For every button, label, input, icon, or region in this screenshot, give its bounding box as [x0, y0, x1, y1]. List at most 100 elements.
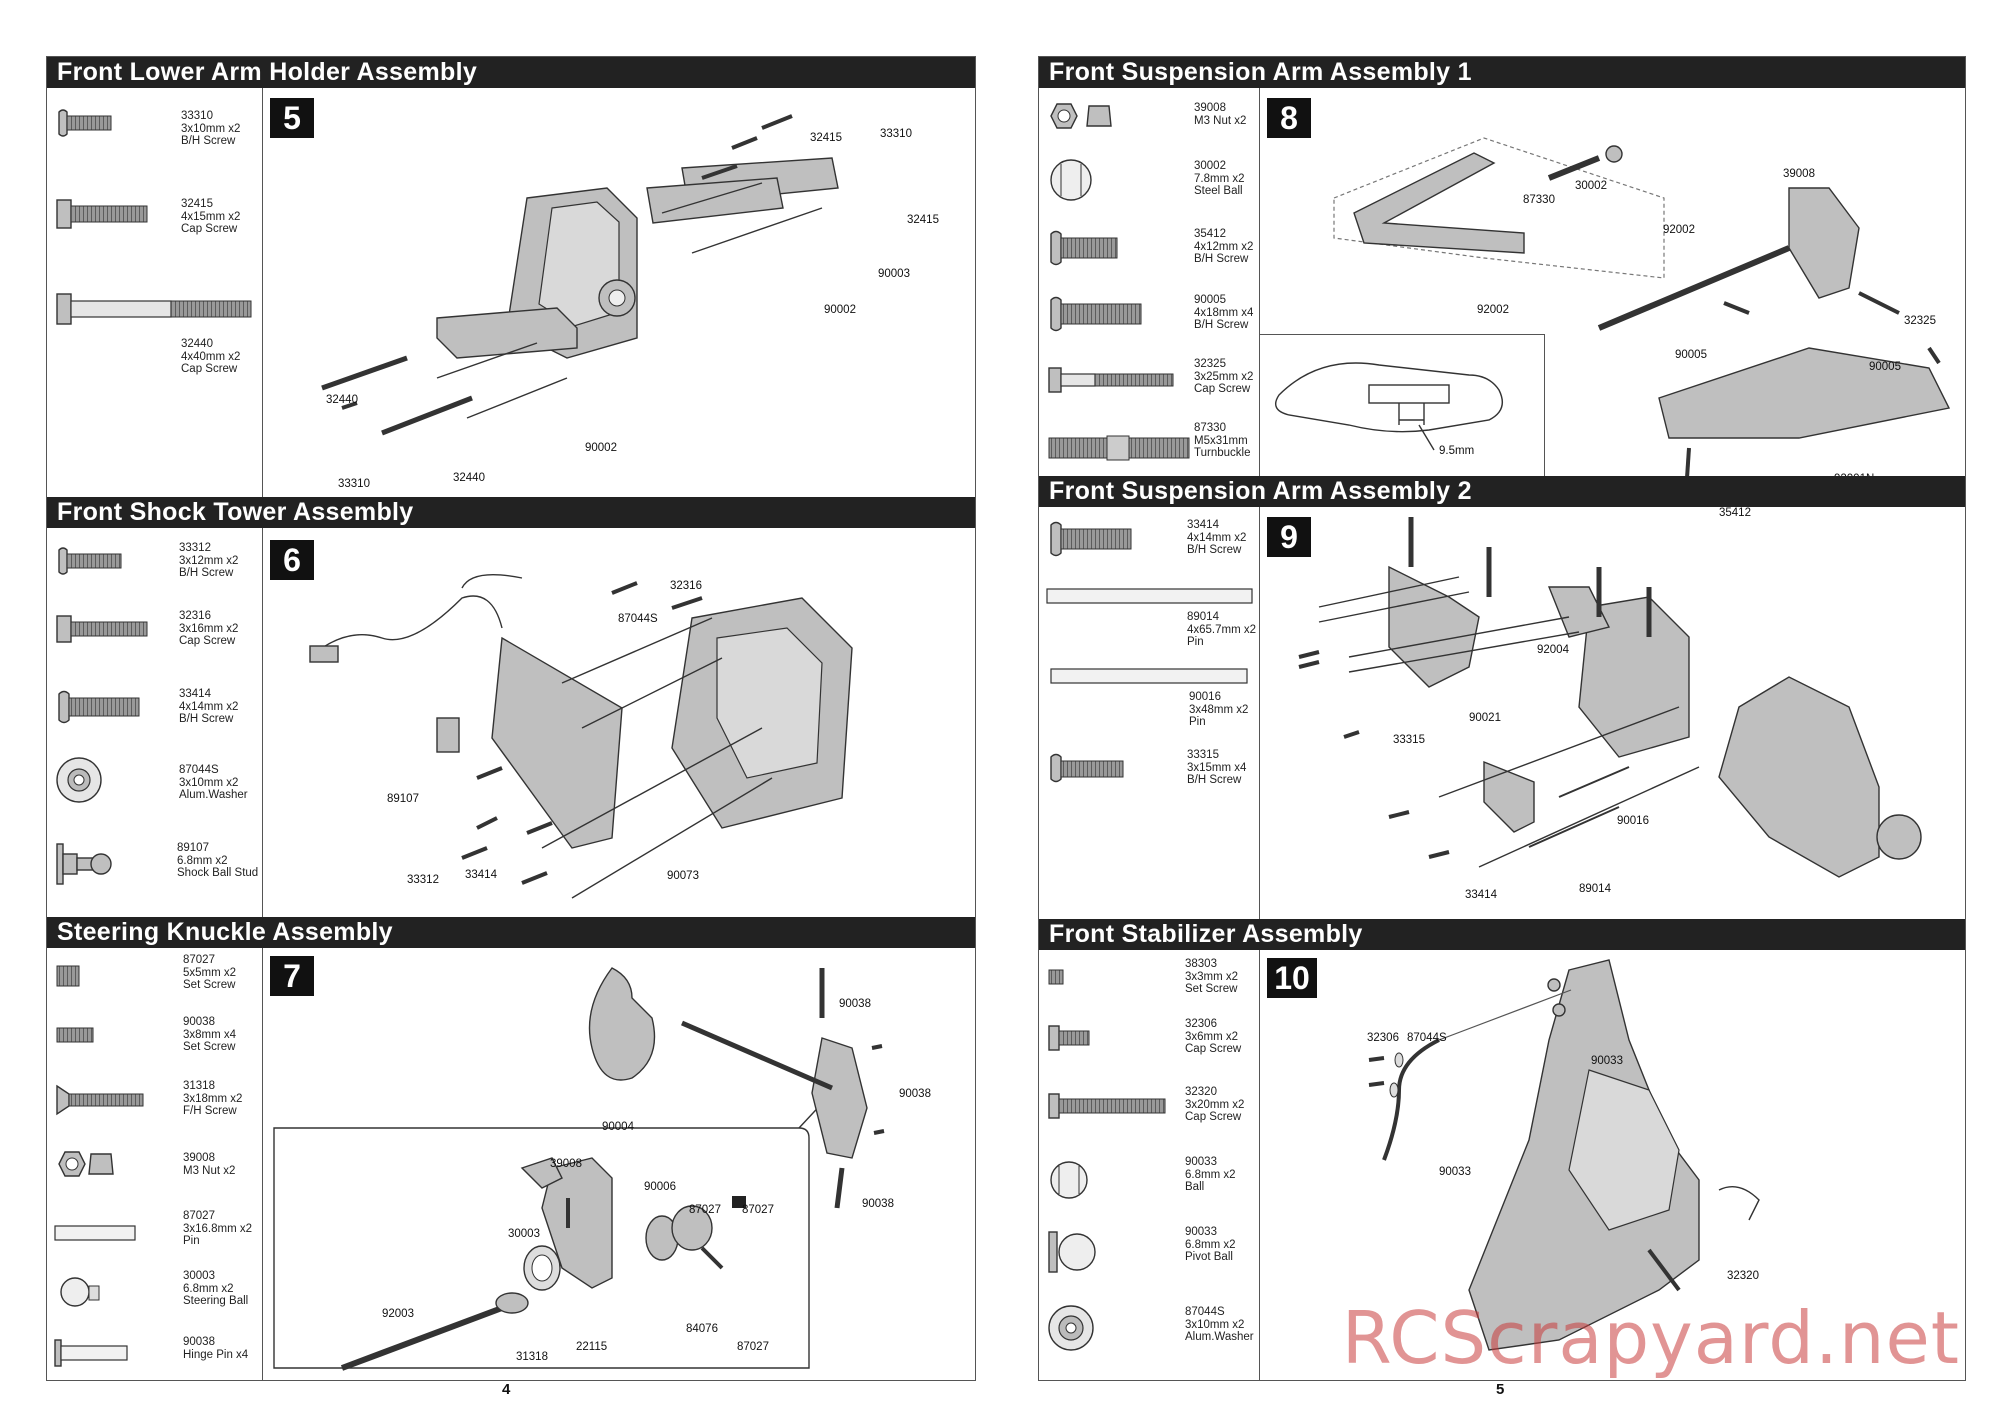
- assembly-diagram-step-7: 7: [262, 948, 975, 1380]
- ball-stud-icon: [56, 843, 112, 885]
- part-code: 89107: [177, 842, 209, 854]
- part-name: Shock Ball Stud: [177, 867, 259, 879]
- gearbox-illustration: [321, 114, 839, 436]
- part-code: 87027: [183, 1210, 215, 1222]
- part-code: 90033: [1185, 1226, 1217, 1238]
- part-callout: 33312: [407, 874, 439, 886]
- part-item: 87027 5x5mm x2 Set Screw: [47, 952, 262, 1012]
- part-callout: 32440: [326, 394, 358, 406]
- part-name: Ball: [1185, 1181, 1205, 1193]
- ball-icon: [1050, 1161, 1088, 1199]
- part-name: Set Screw: [183, 979, 236, 991]
- page-number: 5: [1496, 1381, 1505, 1398]
- part-item: 32325 3x25mm x2 Cap Screw: [1039, 356, 1259, 416]
- cap-screw-icon: [1048, 367, 1174, 393]
- steering-knuckle-illustration: [273, 967, 885, 1371]
- part-spec: 4x15mm x2: [181, 210, 241, 223]
- part-spec: M3 Nut x2: [183, 1164, 236, 1177]
- long-cap-screw-icon: [56, 293, 252, 325]
- part-callout: 89014: [1579, 883, 1611, 895]
- part-item: 30002 7.8mm x2 Steel Ball: [1039, 152, 1259, 212]
- part-item: 39008 M3 Nut x2: [1039, 92, 1259, 152]
- part-callout: 87027: [742, 1204, 774, 1216]
- part-item: 32316 3x16mm x2 Cap Screw: [47, 604, 262, 664]
- part-code: 87044S: [179, 764, 219, 776]
- section-title: Front Shock Tower Assembly: [47, 497, 975, 528]
- part-callout: 90033: [1439, 1166, 1471, 1178]
- part-spec: 3x25mm x2: [1194, 370, 1254, 383]
- part-name: Turnbuckle: [1194, 447, 1251, 459]
- turnbuckle-gauge-illustration: [1275, 362, 1503, 451]
- part-code: 32415: [181, 198, 213, 210]
- cap-screw-icon: [1048, 1025, 1090, 1051]
- part-callout: 32316: [670, 580, 702, 592]
- button-head-screw-icon: [1050, 296, 1142, 332]
- part-name: B/H Screw: [179, 713, 234, 725]
- pivot-ball-icon: [1048, 1231, 1096, 1273]
- ball-icon: [60, 1277, 100, 1307]
- watermark: RCScrapyard.net: [1341, 1296, 1960, 1380]
- part-callout: 92002: [1477, 304, 1509, 316]
- part-item: 35412 4x12mm x2 B/H Screw: [1039, 222, 1259, 282]
- manual-page-4: Front Lower Arm Holder Assembly 33310 3x…: [46, 56, 976, 1381]
- part-name: Cap Screw: [1185, 1043, 1242, 1055]
- step-number: 5: [270, 98, 314, 138]
- part-code: 90038: [183, 1336, 215, 1348]
- part-spec: 4x14mm x2: [179, 700, 239, 713]
- part-callout: 90004: [602, 1121, 634, 1133]
- part-callout: 33414: [1465, 889, 1497, 901]
- flat-head-screw-icon: [56, 1084, 144, 1116]
- section-title: Front Suspension Arm Assembly 2: [1039, 476, 1965, 507]
- part-name: Pin: [1189, 716, 1206, 728]
- part-spec: 3x16.8mm x2: [183, 1222, 253, 1235]
- part-callout: 90073: [667, 870, 699, 882]
- part-code: 32325: [1194, 358, 1226, 370]
- part-item: 90033 6.8mm x2 Pivot Ball: [1039, 1222, 1259, 1282]
- part-callout: 30003: [508, 1228, 540, 1240]
- part-code: 33414: [179, 688, 211, 700]
- part-spec: M5x31mm: [1194, 434, 1248, 447]
- button-head-screw-icon: [1050, 521, 1132, 557]
- part-name: Cap Screw: [181, 223, 238, 235]
- arm-mount-illustration: [1298, 517, 1922, 878]
- section-front-lower-arm-holder: Front Lower Arm Holder Assembly 33310 3x…: [47, 57, 975, 498]
- button-head-screw-icon: [58, 690, 140, 724]
- part-code: 87330: [1194, 422, 1226, 434]
- part-item: 89014 4x65.7mm x2 Pin: [1039, 577, 1259, 648]
- part-item: 33414 4x14mm x2 B/H Screw: [47, 680, 262, 740]
- part-code: 32306: [1185, 1018, 1217, 1030]
- hinge-pin-icon: [54, 1339, 128, 1367]
- part-code: 90016: [1189, 691, 1221, 703]
- part-code: 33310: [181, 110, 213, 122]
- part-item: 89107 6.8mm x2 Shock Ball Stud: [47, 836, 262, 896]
- part-item: 30003 6.8mm x2 Steering Ball: [47, 1266, 262, 1326]
- part-name: Cap Screw: [179, 635, 236, 647]
- part-spec: Hinge Pin x4: [183, 1348, 249, 1361]
- part-name: Steering Ball: [183, 1295, 249, 1307]
- part-callout: 35412: [1719, 507, 1751, 519]
- part-callout: 32415: [907, 214, 939, 226]
- section-front-suspension-arm-2: Front Suspension Arm Assembly 2 33414 4x…: [1039, 476, 1965, 920]
- part-item: 90005 4x18mm x4 B/H Screw: [1039, 288, 1259, 348]
- part-code: 30003: [183, 1270, 215, 1282]
- part-callout: 90005: [1869, 361, 1901, 373]
- manual-page-5: Front Suspension Arm Assembly 1 39008 M3…: [1038, 56, 1966, 1381]
- set-screw-icon: [1048, 969, 1064, 985]
- part-callout: 32306: [1367, 1032, 1399, 1044]
- button-head-screw-icon: [58, 109, 112, 137]
- parts-list: 33310 3x10mm x2 B/H Screw 32415 4x15mm x…: [47, 88, 263, 497]
- parts-list: 33414 4x14mm x2 B/H Screw 89014 4x65.7mm…: [1039, 507, 1260, 919]
- part-callout: 33310: [880, 128, 912, 140]
- part-callout: 87330: [1523, 194, 1555, 206]
- step-number: 8: [1267, 98, 1311, 138]
- part-spec: 7.8mm x2: [1194, 172, 1245, 185]
- step-number: 10: [1267, 958, 1317, 998]
- part-spec: 4x40mm x2: [181, 350, 241, 363]
- part-callout: 22115: [576, 1341, 608, 1353]
- part-name: Steel Ball: [1194, 185, 1243, 197]
- set-screw-icon: [56, 965, 80, 987]
- page-number: 4: [502, 1381, 511, 1398]
- part-name: B/H Screw: [179, 567, 234, 579]
- part-spec: 4x18mm x4: [1194, 306, 1254, 319]
- part-name: Pivot Ball: [1185, 1251, 1233, 1263]
